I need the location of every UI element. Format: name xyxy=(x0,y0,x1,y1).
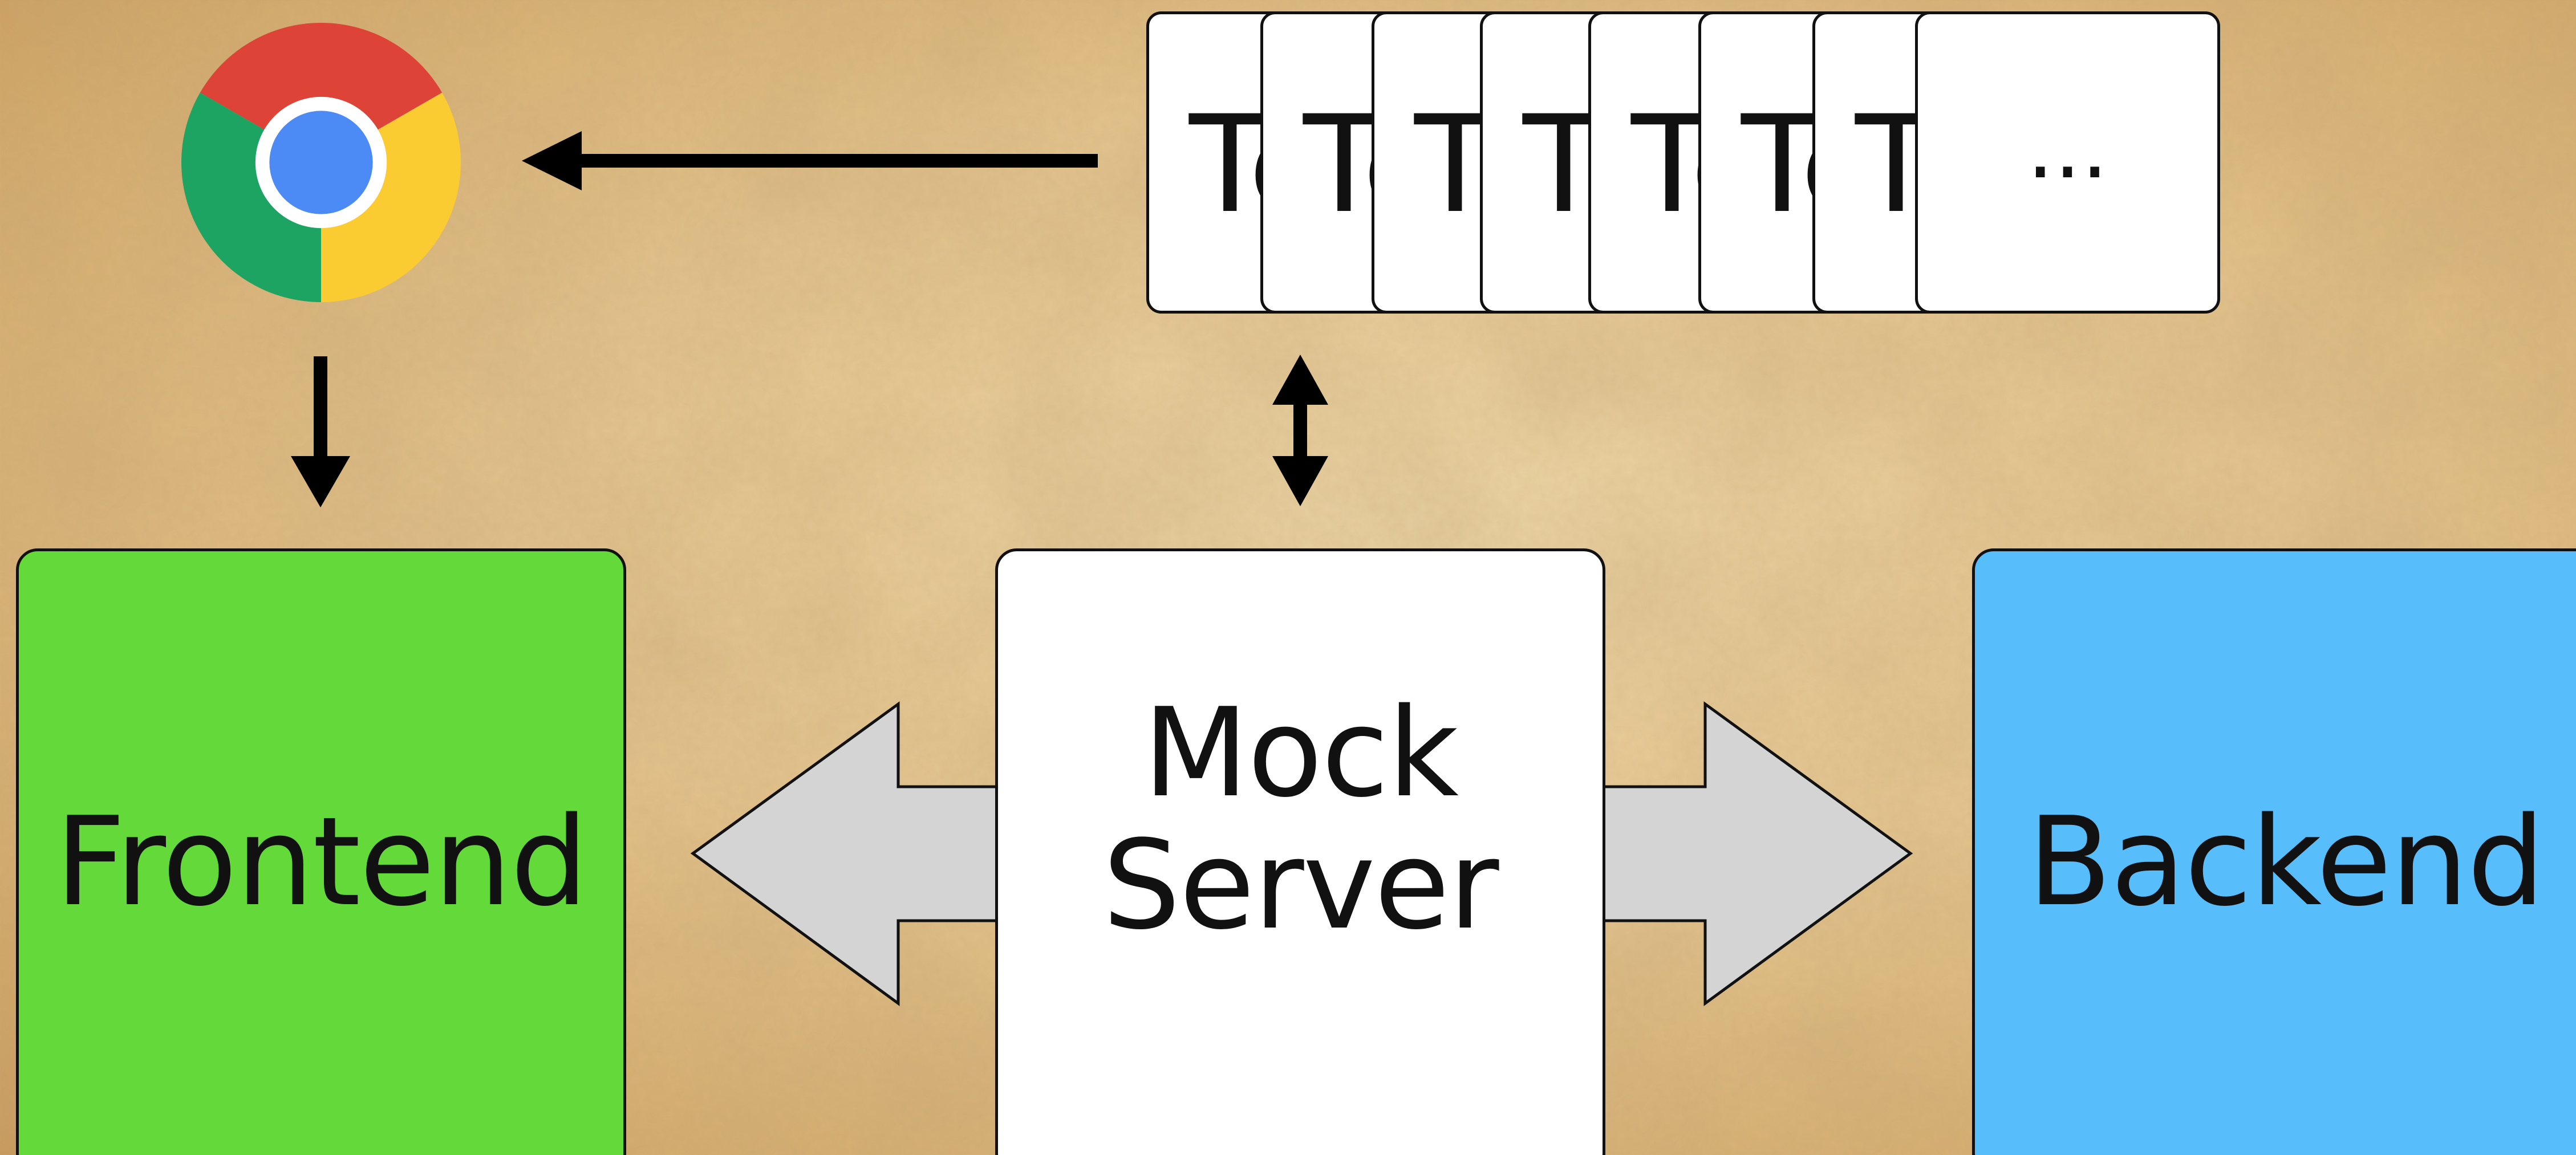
backend-box: Backend xyxy=(1972,548,2576,1155)
browser-to-frontend-arrowhead xyxy=(291,456,350,507)
mock-server-label-line2: Server xyxy=(1102,814,1499,957)
chrome-icon xyxy=(181,23,461,302)
cards-to-browser-arrowhead xyxy=(522,131,582,190)
mock-server-label-line1: Mock xyxy=(1143,681,1459,824)
mock-to-backend-arrow xyxy=(1595,701,1913,1006)
mock-server-label: Mock Server xyxy=(1102,681,1499,957)
mock-to-frontend-arrow xyxy=(690,701,1005,1006)
frontend-box: Frontend xyxy=(16,548,626,1155)
test-card-more: ... xyxy=(1915,11,2220,314)
cards-mock-arrowhead-up xyxy=(1272,355,1328,405)
frontend-label: Frontend xyxy=(55,790,589,933)
mock-server-box: Mock Server xyxy=(995,548,1605,1155)
cards-mock-arrowhead-down xyxy=(1272,456,1328,506)
backend-label: Backend xyxy=(2027,790,2545,933)
